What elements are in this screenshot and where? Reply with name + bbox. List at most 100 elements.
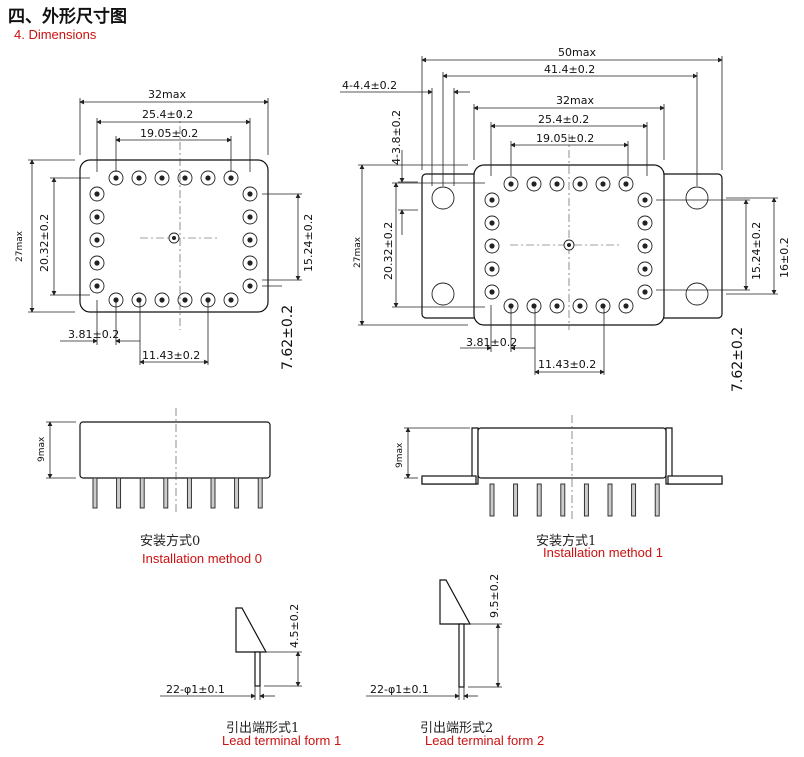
lead2-caption-en: Lead terminal form 2 <box>425 733 544 748</box>
method1-pin-right-4-dot <box>642 266 648 272</box>
lead1-body-corner <box>235 607 268 653</box>
method1-pin-top-6-dot <box>623 181 629 187</box>
lead1-pin <box>254 651 261 687</box>
method0-pin-bottom-2-dot <box>136 297 142 303</box>
method1-dim-inner-span: 19.05±0.2 <box>536 132 594 145</box>
method1-pin-right-2-dot <box>642 220 648 226</box>
method1-pin-bottom-5-dot <box>600 303 606 309</box>
mount-hole-bottom-left <box>431 282 455 306</box>
mount-hole-top-right <box>685 186 709 210</box>
method0-leg-5 <box>186 477 192 509</box>
method0-dim-inner-span: 19.05±0.2 <box>140 127 198 140</box>
method0-leg-1 <box>92 477 98 509</box>
method1-dim-pin-span: 25.4±0.2 <box>538 113 589 126</box>
method1-dim-hole-span: 41.4±0.2 <box>544 63 595 76</box>
method1-dim-thickness: 9max <box>395 442 405 468</box>
method1-leg-4 <box>560 483 566 517</box>
method1-caption-cn: 安装方式1 <box>536 533 596 549</box>
lead-form1: 4.5±0.2 22-φ1±0.1 引出端形式1 Lead terminal f… <box>160 604 341 748</box>
method1-right-flange <box>667 475 723 485</box>
method1-dim-center: 11.43±0.2 <box>538 358 596 371</box>
method0-leg-8 <box>257 477 263 509</box>
method1-leg-1 <box>489 483 495 517</box>
method1-pin-left-4-dot <box>489 266 495 272</box>
method0-pin-top-1-dot <box>113 175 119 181</box>
method0-pin-bottom-6-dot <box>228 297 234 303</box>
method0-pin-bottom-3-dot <box>159 297 165 303</box>
lead1-dim-diameter: 22-φ1±0.1 <box>166 683 225 696</box>
mount-hole-bottom-right <box>685 282 709 306</box>
method1-dim-flange: 16±0.2 <box>778 237 791 278</box>
method0-dim-col-span: 15.24±0.2 <box>302 214 315 272</box>
method0-side-body <box>79 421 271 479</box>
method0-pin-left-1-dot <box>94 191 100 197</box>
method1-leg-2 <box>513 483 519 517</box>
method0-leg-group <box>92 477 263 509</box>
method1-dim-hole-diameter: 4-4.4±0.2 <box>342 79 397 92</box>
method1-pin-group <box>484 176 653 314</box>
lead2-pin <box>458 623 465 688</box>
method1-dim-pitch: 7.62±0.2 <box>730 327 746 392</box>
method1-pin-top-5-dot <box>600 181 606 187</box>
method1-pin-bottom-3-dot <box>554 303 560 309</box>
lead1-dim-length: 4.5±0.2 <box>288 604 301 648</box>
method0-dim-width-max: 32max <box>148 88 186 101</box>
lead-form2: 9.5±0.2 22-φ1±0.1 引出端形式2 Lead terminal f… <box>366 574 544 748</box>
method1-leg-5 <box>583 483 589 517</box>
method0-pin-top-2-dot <box>136 175 142 181</box>
method0-side-view: 9max 安装方式0 Installation method 0 <box>37 408 271 566</box>
method1-leg-3 <box>536 483 542 517</box>
method0-dim-pitch: 7.62±0.2 <box>280 305 296 370</box>
method0-pin-right-5-dot <box>247 283 253 289</box>
method0-pin-group <box>89 170 258 308</box>
method1-pin-left-1-dot <box>489 197 495 203</box>
method0-caption-cn: 安装方式0 <box>140 533 200 549</box>
method0-pin-left-2-dot <box>94 214 100 220</box>
method0-pin-right-3-dot <box>247 237 253 243</box>
method0-leg-6 <box>210 477 216 509</box>
method0-dim-thickness: 9max <box>37 436 47 462</box>
method1-pin-left-3-dot <box>489 243 495 249</box>
method0-leg-7 <box>234 477 240 509</box>
method1-caption-en: Installation method 1 <box>543 545 663 560</box>
method1-pin-bottom-4-dot <box>577 303 583 309</box>
lead1-caption-cn: 引出端形式1 <box>226 721 299 736</box>
method1-pin-right-3-dot <box>642 243 648 249</box>
method0-dim-offset: 3.81±0.2 <box>68 328 119 341</box>
method1-dim-total-max: 50max <box>558 46 596 59</box>
method0-pin-right-1-dot <box>247 191 253 197</box>
method0-pin-top-6-dot <box>228 175 234 181</box>
lead2-dim-diameter: 22-φ1±0.1 <box>370 683 429 696</box>
method1-leg-6 <box>607 483 613 517</box>
method1-leg-7 <box>631 483 637 517</box>
method0-pin-left-5-dot <box>94 283 100 289</box>
method1-pin-bottom-2-dot <box>531 303 537 309</box>
method1-leg-8 <box>654 483 660 517</box>
method1-pin-top-2-dot <box>531 181 537 187</box>
method1-dim-hole-pitch: 4-3.8±0.2 <box>390 110 403 165</box>
method1-dim-height-max: 27max <box>353 236 363 268</box>
lead1-caption-en: Lead terminal form 1 <box>222 733 341 748</box>
mount-hole-top-left <box>431 186 455 210</box>
method0-pin-left-4-dot <box>94 260 100 266</box>
method1-pin-top-4-dot <box>577 181 583 187</box>
method1-pin-bottom-6-dot <box>623 303 629 309</box>
lead2-caption-cn: 引出端形式2 <box>420 721 493 736</box>
method0-leg-4 <box>163 477 169 509</box>
lead2-dim-length: 9.5±0.2 <box>488 574 501 618</box>
method1-top-view: 50max 41.4±0.2 4-4.4±0.2 4-3.8±0.2 32max… <box>340 46 791 392</box>
method1-pin-right-1-dot <box>642 197 648 203</box>
lead2-body-corner <box>439 579 472 625</box>
section-title-cn: 四、外形尺寸图 <box>8 6 127 27</box>
method0-pin-right-2-dot <box>247 214 253 220</box>
method1-pin-left-5-dot <box>489 289 495 295</box>
section-title-en: 4. Dimensions <box>14 27 97 42</box>
method0-dim-row-span: 20.32±0.2 <box>38 214 51 272</box>
method0-caption-en: Installation method 0 <box>142 551 262 566</box>
method0-dim-pin-span: 25.4±0.2 <box>142 108 193 121</box>
method1-pin-top-1-dot <box>508 181 514 187</box>
method1-left-flange <box>421 475 477 485</box>
method0-pin-bottom-4-dot <box>182 297 188 303</box>
method0-dim-center: 11.43±0.2 <box>142 349 200 362</box>
